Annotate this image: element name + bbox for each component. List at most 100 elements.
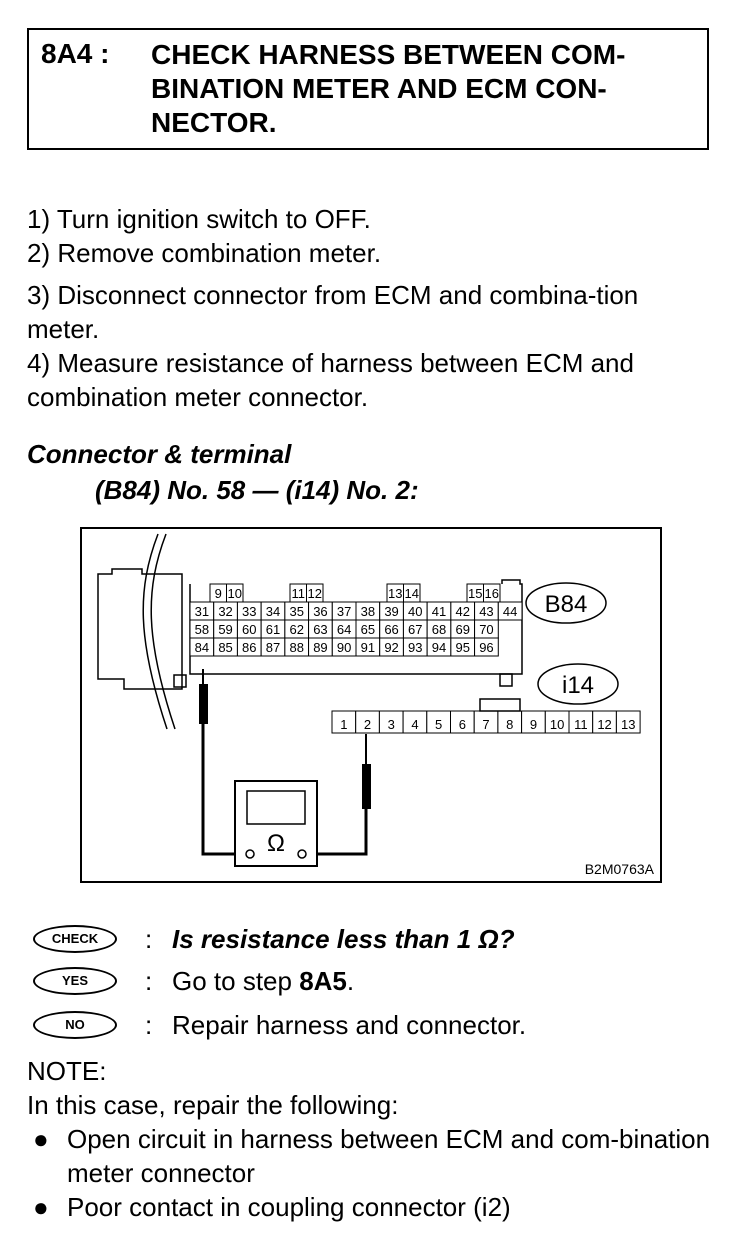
b84-pin-92: 92 bbox=[384, 640, 398, 655]
i14-pin-5: 5 bbox=[435, 717, 442, 732]
b84-pin-94: 94 bbox=[432, 640, 446, 655]
i14-label: i14 bbox=[562, 672, 594, 699]
i14-pin-9: 9 bbox=[530, 717, 537, 732]
b84-pin-35: 35 bbox=[289, 604, 303, 619]
note-item-text: Poor contact in coupling connector (i2) bbox=[67, 1192, 511, 1222]
b84-pin-42: 42 bbox=[455, 604, 469, 619]
b84-pin-41: 41 bbox=[432, 604, 446, 619]
b84-pin-13: 13 bbox=[388, 586, 402, 601]
b84-pin-66: 66 bbox=[384, 622, 398, 637]
b84-pin-33: 33 bbox=[242, 604, 256, 619]
connector-spec: (B84) No. 58 — (i14) No. 2: bbox=[95, 475, 419, 505]
b84-pin-31: 31 bbox=[195, 604, 209, 619]
ohm-symbol: Ω bbox=[267, 830, 285, 857]
b84-pin-15: 15 bbox=[468, 586, 482, 601]
check-colon: : bbox=[145, 924, 153, 954]
b84-pin-96-cell bbox=[474, 637, 499, 657]
b84-pin-37: 37 bbox=[337, 604, 351, 619]
connector-heading: Connector & terminal bbox=[27, 439, 292, 469]
i14-pin-7: 7 bbox=[482, 717, 489, 732]
step-1: 1) Turn ignition switch to OFF. bbox=[27, 204, 371, 234]
b84-pin-88: 88 bbox=[289, 640, 303, 655]
step-4: 4) Measure resistance of harness between… bbox=[27, 348, 634, 412]
b84-pin-67: 67 bbox=[408, 622, 422, 637]
b84-pin-91: 91 bbox=[361, 640, 375, 655]
yes-suffix: . bbox=[346, 966, 355, 996]
b84-pin-85: 85 bbox=[218, 640, 232, 655]
i14-pin-4: 4 bbox=[411, 717, 418, 732]
b84-pin-68: 68 bbox=[432, 622, 446, 637]
note-intro: In this case, repair the following: bbox=[27, 1090, 399, 1120]
ohmmeter: Ω bbox=[234, 780, 318, 867]
yes-prefix: Go to step bbox=[172, 966, 300, 996]
b84-pin-89: 89 bbox=[313, 640, 327, 655]
probe-left bbox=[199, 669, 240, 856]
i14-pin-11: 11 bbox=[574, 717, 588, 732]
b84-pin-34: 34 bbox=[266, 604, 280, 619]
b84-pin-84: 84 bbox=[195, 640, 209, 655]
check-badge: CHECK bbox=[33, 925, 117, 953]
b84-pin-87: 87 bbox=[266, 640, 280, 655]
b84-pin-40: 40 bbox=[408, 604, 422, 619]
b84-pin-95: 95 bbox=[455, 640, 469, 655]
b84-pin-59: 59 bbox=[218, 622, 232, 637]
i14-pin-12: 12 bbox=[597, 717, 611, 732]
b84-label: B84 bbox=[545, 591, 588, 618]
step-3: 3) Disconnect connector from ECM and com… bbox=[27, 280, 639, 344]
b84-pin-70: 70 bbox=[479, 622, 493, 637]
note-section: NOTE: In this case, repair the following… bbox=[27, 1054, 727, 1224]
step-2: 2) Remove combination meter. bbox=[27, 238, 382, 268]
b84-pin-36: 36 bbox=[313, 604, 327, 619]
yes-step-link: 8A5 bbox=[299, 966, 347, 996]
b84-pin-93: 93 bbox=[408, 640, 422, 655]
connector-terminal: Connector & terminal (B84) No. 58 — (i14… bbox=[27, 436, 419, 508]
b84-pin-58: 58 bbox=[195, 622, 209, 637]
b84-label-ellipse bbox=[525, 582, 607, 624]
b84-pin-39: 39 bbox=[384, 604, 398, 619]
i14-label-ellipse bbox=[537, 663, 619, 705]
b84-pin-12: 12 bbox=[308, 586, 322, 601]
bullet-icon: ● bbox=[33, 1192, 49, 1222]
b84-pin-44: 44 bbox=[503, 604, 517, 619]
b84-connector-body bbox=[97, 568, 187, 690]
i14-pin-6: 6 bbox=[459, 717, 466, 732]
probe-right bbox=[312, 734, 371, 856]
b84-pin-64: 64 bbox=[337, 622, 351, 637]
step-code: 8A4 : bbox=[41, 38, 110, 69]
note-title: NOTE: bbox=[27, 1056, 107, 1086]
b84-pin-43: 43 bbox=[479, 604, 493, 619]
b84-pin-9: 9 bbox=[215, 586, 222, 601]
step-title: CHECK HARNESS BETWEEN COM-BINATION METER… bbox=[151, 39, 626, 138]
note-item: ● Poor contact in coupling connector (i2… bbox=[27, 1190, 727, 1224]
i14-pin-8: 8 bbox=[506, 717, 513, 732]
b84-pin-10: 10 bbox=[228, 586, 242, 601]
yes-colon: : bbox=[145, 966, 153, 996]
step-header-box: 8A4 : CHECK HARNESS BETWEEN COM-BINATION… bbox=[27, 28, 709, 150]
b84-pin-frame bbox=[189, 579, 523, 687]
b84-pin-86: 86 bbox=[242, 640, 256, 655]
b84-pin-44-cell bbox=[497, 601, 523, 621]
check-question: Is resistance less than 1 Ω? bbox=[172, 924, 515, 954]
b84-pin-61: 61 bbox=[266, 622, 280, 637]
no-answer: Repair harness and connector. bbox=[172, 1010, 527, 1040]
procedure-steps: 1) Turn ignition switch to OFF. 2) Remov… bbox=[27, 202, 717, 414]
no-badge: NO bbox=[33, 1011, 117, 1039]
bullet-icon: ● bbox=[33, 1124, 49, 1154]
b84-pin-14: 14 bbox=[405, 586, 419, 601]
b84-pin-62: 62 bbox=[289, 622, 303, 637]
b84-pin-38: 38 bbox=[361, 604, 375, 619]
no-colon: : bbox=[145, 1010, 153, 1040]
yes-answer: Go to step 8A5. bbox=[172, 964, 354, 998]
b84-pin-60: 60 bbox=[242, 622, 256, 637]
i14-pin-3: 3 bbox=[388, 717, 395, 732]
note-item-text: Open circuit in harness between ECM and … bbox=[67, 1124, 711, 1188]
b84-pin-90: 90 bbox=[337, 640, 351, 655]
b84-pin-65: 65 bbox=[361, 622, 375, 637]
i14-pin-13-cell bbox=[615, 710, 641, 734]
b84-pin-96: 96 bbox=[479, 640, 493, 655]
i14-pin-2: 2 bbox=[364, 717, 371, 732]
